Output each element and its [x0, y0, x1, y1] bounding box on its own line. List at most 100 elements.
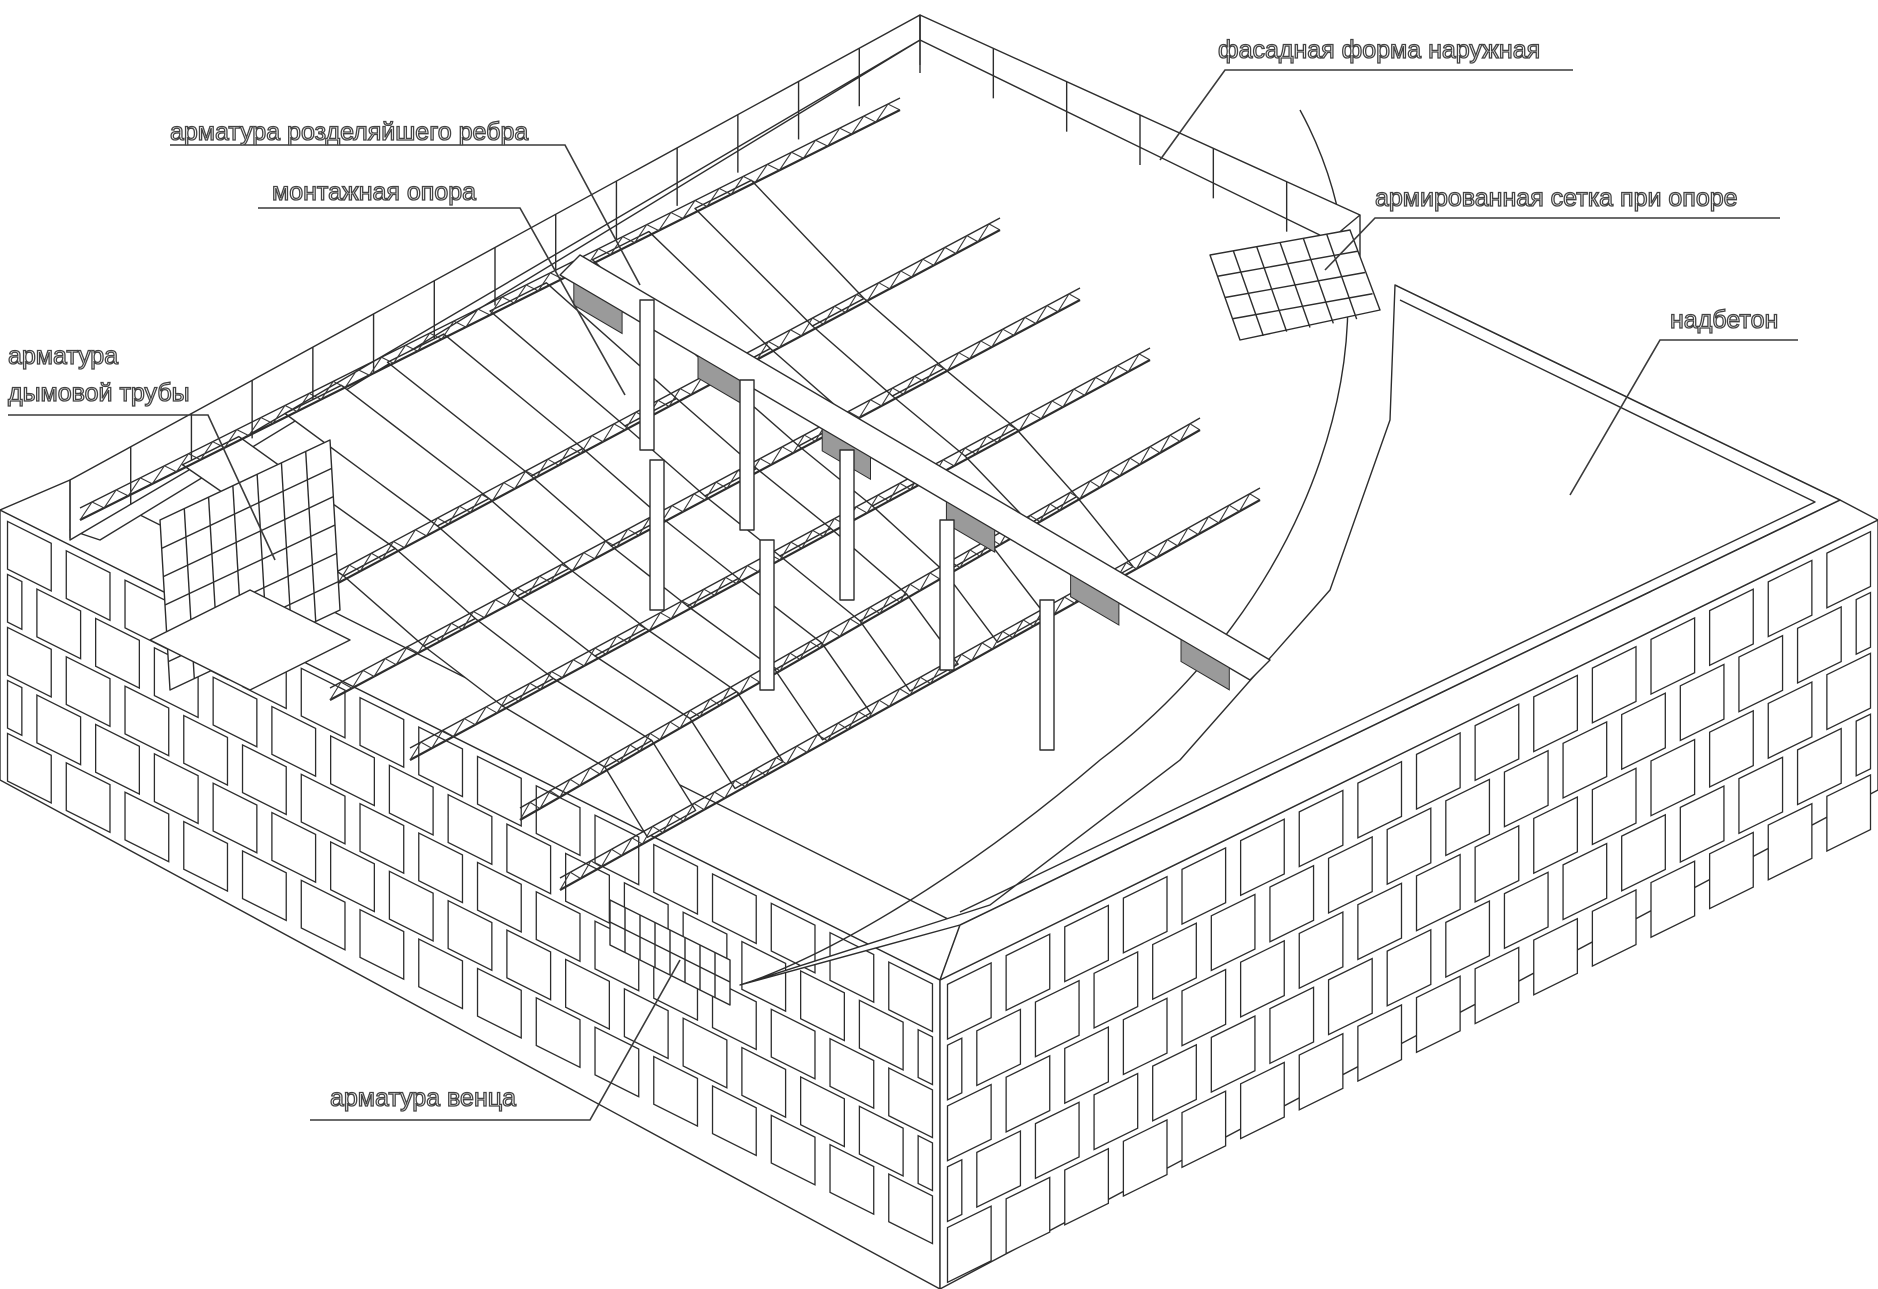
brick	[1122, 997, 1168, 1076]
brick	[1269, 986, 1315, 1065]
cage-bar	[164, 524, 336, 606]
brick	[1298, 789, 1344, 868]
joist-top-chord	[519, 417, 1201, 809]
brick	[1474, 703, 1520, 782]
mesh-bar	[1224, 271, 1366, 299]
brick	[535, 996, 581, 1069]
brick	[94, 723, 141, 796]
brick	[1415, 975, 1461, 1054]
brick	[1738, 756, 1784, 835]
brick	[946, 1037, 963, 1101]
brick	[1239, 939, 1285, 1018]
label-rib-rebar: арматура розделяйшего ребра	[170, 118, 528, 146]
brick	[1533, 796, 1579, 875]
brick	[1533, 917, 1579, 996]
brick	[888, 1066, 934, 1139]
brick	[770, 1114, 816, 1186]
brick	[124, 685, 170, 757]
brick	[1474, 946, 1520, 1025]
brick	[1708, 831, 1754, 910]
brick	[1210, 1014, 1256, 1094]
brick	[1503, 871, 1549, 950]
leader-lines	[8, 69, 1798, 1121]
rib-mesh-panel	[945, 500, 996, 554]
brick	[564, 958, 611, 1031]
brick	[418, 725, 464, 798]
brick	[1796, 605, 1842, 685]
brick	[976, 1129, 1022, 1209]
joist-top-chord	[559, 487, 1261, 879]
brick	[1122, 1118, 1168, 1198]
brick	[329, 734, 376, 807]
brick	[65, 549, 111, 622]
brick	[1679, 784, 1725, 864]
brick	[212, 676, 258, 748]
brick	[1064, 1026, 1110, 1105]
brick	[1386, 928, 1432, 1007]
brick	[6, 626, 52, 699]
brick	[1093, 950, 1139, 1030]
rib-mesh-panel	[1180, 638, 1230, 691]
brick	[418, 937, 464, 1010]
brick	[1562, 842, 1608, 921]
rib-mesh-panel	[1070, 573, 1120, 626]
brick	[888, 1172, 934, 1245]
brick	[447, 793, 493, 866]
brick	[1533, 674, 1579, 753]
ring-beam-cage-grid	[609, 907, 731, 998]
brick	[711, 872, 757, 945]
brick	[1591, 767, 1637, 846]
label-chimney-rebar-line1: арматура	[8, 342, 118, 370]
brick	[1767, 681, 1813, 760]
brick	[682, 1017, 728, 1089]
brick	[1621, 692, 1666, 771]
brick	[1064, 1147, 1110, 1226]
mounting-prop	[759, 539, 775, 691]
brick	[506, 823, 552, 895]
brick	[1386, 807, 1432, 886]
brick	[418, 831, 464, 904]
brick	[1034, 979, 1080, 1058]
brick	[1093, 1072, 1139, 1151]
brick	[6, 732, 52, 805]
brick	[1269, 864, 1315, 943]
brick	[65, 761, 111, 834]
brick	[1415, 853, 1461, 932]
brick	[594, 1026, 640, 1098]
brick	[329, 840, 376, 913]
mounting-prop	[1039, 599, 1055, 751]
leader-chimney-rebar	[8, 414, 276, 561]
joist-top-chord	[329, 287, 1081, 689]
leader-facade-form	[1159, 69, 1573, 161]
brick	[359, 802, 405, 875]
brick	[1708, 709, 1754, 788]
brick	[1005, 1176, 1051, 1255]
brick	[1650, 860, 1696, 939]
chimney-opening	[149, 589, 351, 691]
brick	[1181, 1090, 1227, 1169]
brick	[741, 1046, 787, 1119]
brick	[36, 694, 82, 766]
label-topping-concrete: надбетон	[1670, 306, 1778, 334]
brick	[653, 1055, 699, 1128]
label-support-mesh: армированная сетка при опоре	[1375, 184, 1738, 212]
brick	[271, 705, 317, 778]
brick	[1005, 933, 1051, 1012]
brick	[1767, 559, 1813, 638]
brick	[1826, 530, 1872, 609]
brick	[1591, 888, 1637, 968]
brick	[1357, 882, 1403, 961]
brick	[770, 1008, 816, 1080]
brick	[888, 960, 934, 1033]
brick	[829, 1143, 875, 1216]
brick	[1357, 760, 1403, 839]
brick	[388, 764, 434, 836]
brick	[917, 1028, 934, 1086]
infill-block	[774, 642, 872, 741]
brick	[1621, 813, 1666, 892]
support-mesh-grid	[1217, 233, 1373, 337]
brick	[1650, 616, 1696, 696]
brick	[506, 929, 552, 1001]
mounting-prop	[639, 299, 655, 451]
brick	[1298, 911, 1344, 990]
